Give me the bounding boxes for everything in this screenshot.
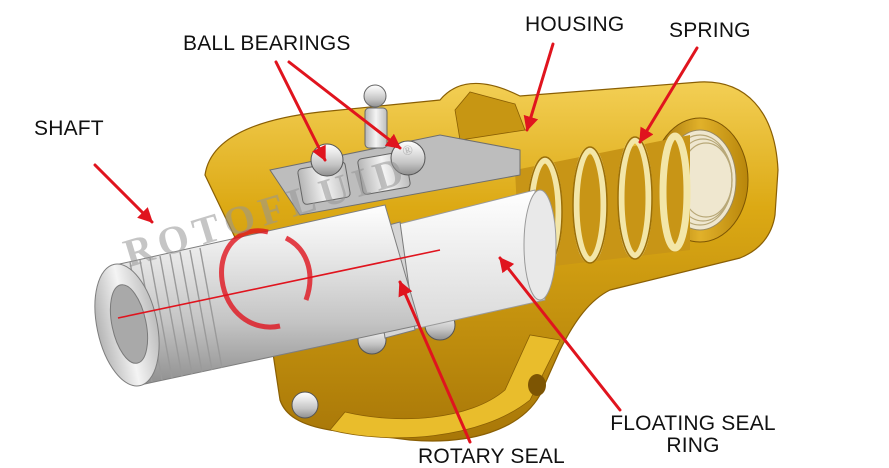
arrow-housing [523,42,555,132]
label-rotary-seal: ROTARY SEAL [418,445,565,468]
label-spring: SPRING [669,19,751,42]
bearing-ball-5 [291,391,319,419]
arrow-floating-seal-ring [498,256,622,412]
arrow-shaft [93,163,154,224]
bearing-ball-1 [310,143,344,177]
spring-cavity [515,132,691,270]
floating-seal-ring [394,189,557,331]
label-floating-seal-ring-line1: FLOATING SEAL [610,412,776,435]
grease-fitting [363,84,388,149]
logo-ring-icon [219,228,313,330]
arrow-ball-bearings-2 [287,60,402,150]
arrow-spring [638,46,699,144]
bearing-ball-2 [390,140,426,176]
label-floating-seal-ring-line2: RING [666,434,720,457]
label-ball-bearings: BALL BEARINGS [183,32,351,55]
shaft-centerline [117,249,441,319]
label-floating-seal-ring: FLOATING SEAL RING [600,413,786,457]
label-shaft: SHAFT [34,117,104,140]
callout-arrows [93,42,699,444]
label-housing: HOUSING [525,13,625,36]
arrow-rotary-seal [398,280,472,444]
arrow-ball-bearings-1 [274,60,327,162]
spring-coils [527,132,691,268]
shaft [94,204,441,387]
ball-bearings [269,84,521,419]
